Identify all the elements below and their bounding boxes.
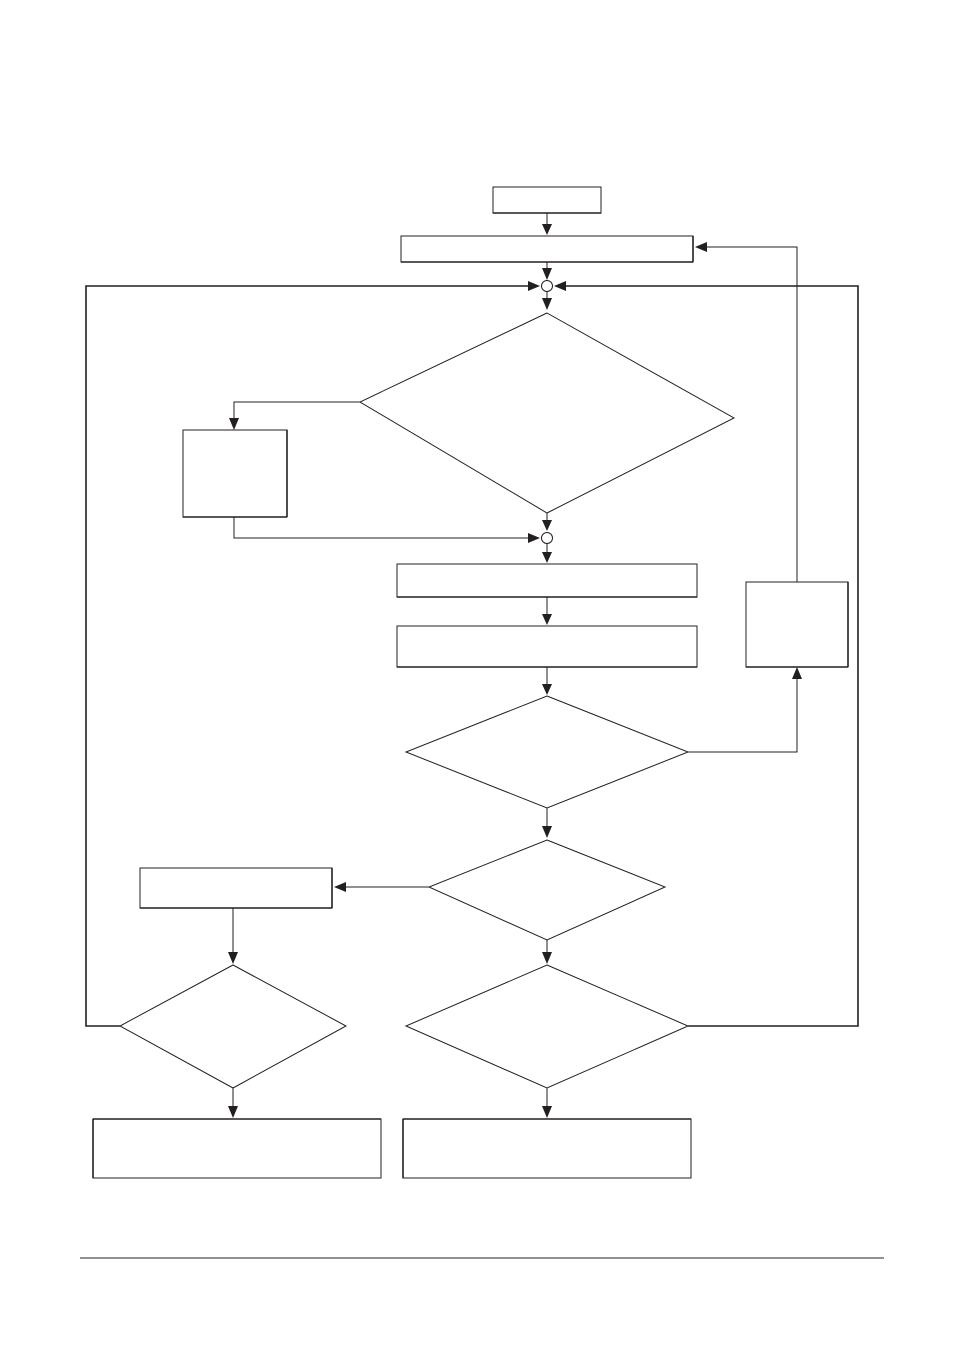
connector-right-box-to-init <box>703 246 798 582</box>
arrowhead-left <box>695 242 707 252</box>
connector-side-box-to-junction-mid <box>233 517 530 539</box>
side-process-box <box>182 429 288 518</box>
connector-decision-2-to-right-box <box>688 676 798 753</box>
end-left-box <box>92 1118 382 1179</box>
arrowhead-down <box>542 826 552 838</box>
start-box <box>492 186 602 214</box>
arrowhead-right <box>528 533 540 543</box>
arrowhead-left <box>334 882 346 892</box>
arrowhead-down <box>542 614 552 625</box>
decision-2 <box>404 695 690 809</box>
process-a-box <box>396 563 698 598</box>
junction-top <box>541 280 553 292</box>
right-process-box <box>745 581 849 668</box>
arrowhead-up <box>792 667 802 679</box>
decision-left <box>118 964 348 1089</box>
arrowhead-down <box>542 520 552 531</box>
arrowhead-down <box>228 952 238 964</box>
end-right-box <box>402 1118 692 1179</box>
arrowhead-down <box>542 298 552 310</box>
init-process-box <box>400 235 694 263</box>
arrowhead-left <box>554 281 566 291</box>
decision-main <box>358 312 736 514</box>
arrowhead-down <box>542 224 552 235</box>
arrowhead-down <box>229 418 239 430</box>
connector-decision-main-to-side-box <box>233 401 360 421</box>
decision-3 <box>427 839 667 941</box>
arrowhead-down <box>542 684 552 695</box>
arrowhead-down <box>542 552 552 563</box>
arrowhead-right <box>528 281 540 291</box>
connector-left-decision-loop <box>85 285 530 1027</box>
process-b-box <box>396 625 698 668</box>
arrowhead-down <box>542 268 552 280</box>
arrowhead-down <box>542 952 552 964</box>
connectors <box>85 213 859 1110</box>
decision-4 <box>404 964 690 1089</box>
junction-mid <box>541 532 553 544</box>
connector-decision-4-loop <box>564 285 859 1027</box>
arrowhead-down <box>228 1106 238 1118</box>
arrowheads <box>228 224 802 1118</box>
left-process-box <box>139 867 333 909</box>
arrowhead-down <box>542 1106 552 1118</box>
